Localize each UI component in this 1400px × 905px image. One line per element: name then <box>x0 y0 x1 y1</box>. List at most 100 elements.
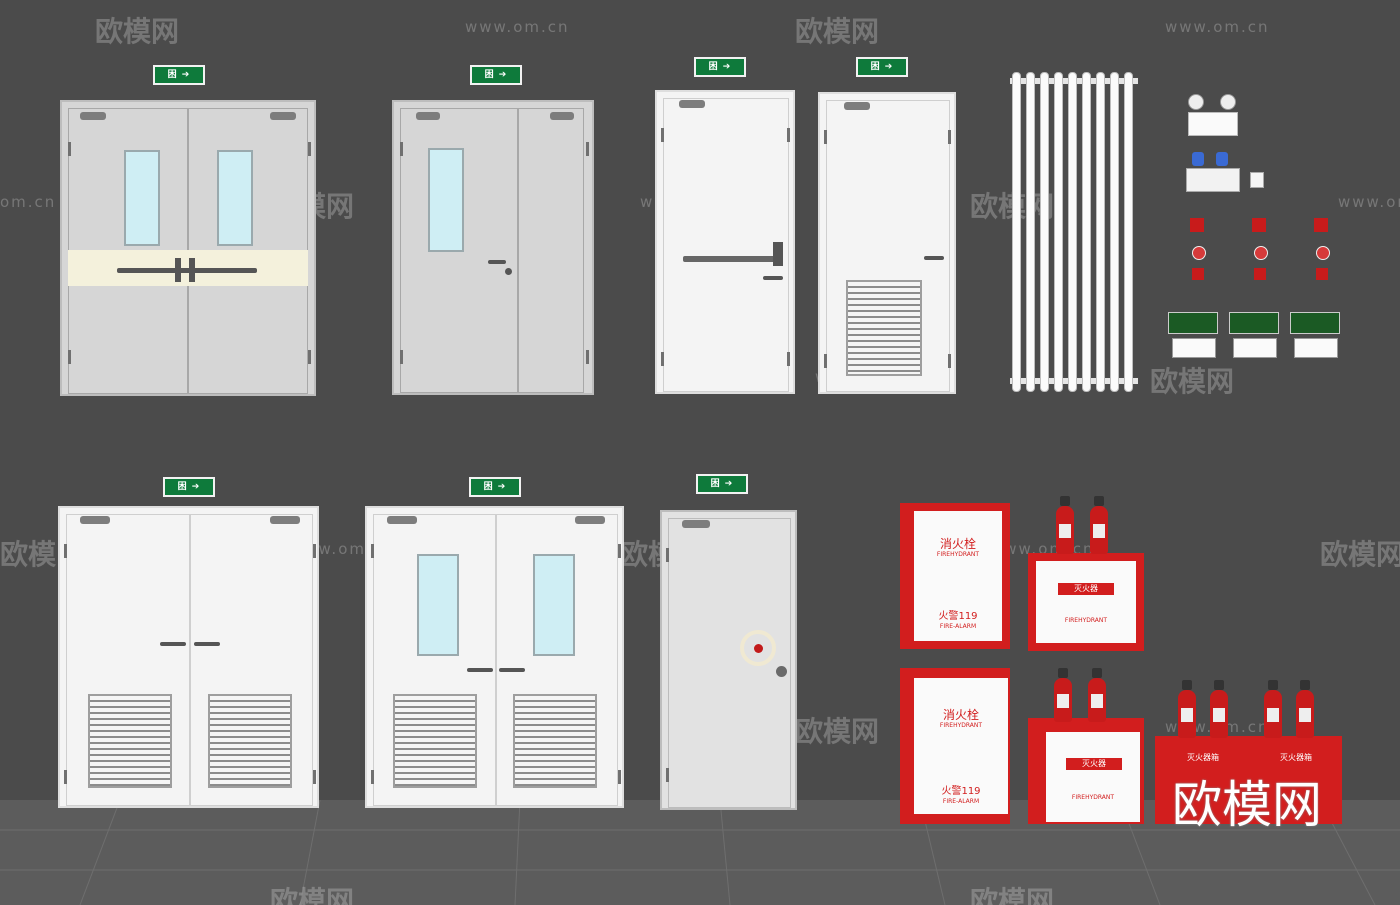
fire-extinguisher-icon[interactable] <box>1296 680 1314 738</box>
exit-sign: 困 ➔ <box>469 477 521 497</box>
fire-extinguisher-icon[interactable] <box>1210 680 1228 738</box>
floor-indicator-light <box>1172 338 1216 358</box>
fire-hydrant-cabinet[interactable]: 消火栓 FIREHYDRANT 火警119 FIRE-ALARM <box>900 503 1010 649</box>
sounder-icon <box>1316 268 1328 280</box>
door-closer-icon <box>387 516 417 524</box>
manual-call-point-icon[interactable] <box>1252 218 1266 232</box>
watermark-logo: 欧模网 <box>95 15 180 48</box>
hydrant-title-cn: 消火栓 <box>942 708 979 722</box>
fire-extinguisher-icon[interactable] <box>1056 496 1074 554</box>
exit-sign: 困 ➔ <box>696 474 748 494</box>
radiator-column <box>1082 72 1091 392</box>
watermark-logo: 欧模网 <box>970 885 1055 905</box>
manual-call-point-icon[interactable] <box>1190 218 1204 232</box>
radiator-column <box>1110 72 1119 392</box>
cabinet-door[interactable]: 消火栓 FIREHYDRANT 火警119 FIRE-ALARM <box>914 511 1002 641</box>
hinge-icon <box>371 770 374 784</box>
sounder-icon <box>1254 268 1266 280</box>
hinge-icon <box>308 350 311 364</box>
fire-extinguisher-icon[interactable] <box>1178 680 1196 738</box>
lock-icon <box>505 268 512 275</box>
panic-bar-icon[interactable] <box>117 268 257 273</box>
double-fire-door-louver[interactable] <box>58 506 319 808</box>
hinge-icon <box>824 354 827 368</box>
wheel-handle-icon[interactable] <box>740 630 776 666</box>
louver-vent <box>846 280 922 376</box>
single-fire-door-louver[interactable] <box>818 92 956 394</box>
wall-switch-icon[interactable] <box>1250 172 1264 188</box>
fire-hydrant-cabinet[interactable]: 消火栓 FIREHYDRANT 火警119 FIRE-ALARM <box>900 668 1010 824</box>
lever-handle-icon[interactable] <box>194 642 220 646</box>
exit-sign: 困 ➔ <box>163 477 215 497</box>
door-leaf <box>663 98 789 392</box>
single-protective-door[interactable] <box>660 510 797 810</box>
unequal-double-fire-door[interactable] <box>392 100 594 395</box>
fire-extinguisher-icon[interactable] <box>1088 668 1106 722</box>
hinge-icon <box>64 544 67 558</box>
extinguisher-box-label: 灭火器 <box>1058 583 1114 595</box>
extinguisher-box[interactable]: 灭火器 FIREHYDRANT <box>1028 718 1144 824</box>
hinge-icon <box>666 548 669 562</box>
watermark-logo: 欧模网 <box>1320 538 1400 571</box>
lever-handle-icon[interactable] <box>160 642 186 646</box>
watermark-logo: 欧模网 <box>1150 365 1235 398</box>
watermark-logo: 欧模网 <box>795 715 880 748</box>
double-fire-door-glass-louver[interactable] <box>365 506 624 808</box>
double-fire-door-glass-panic[interactable] <box>60 100 316 396</box>
alarm-bell-icon <box>1254 246 1268 260</box>
cabinet-door[interactable]: 消火栓 FIREHYDRANT 火警119 FIRE-ALARM <box>914 678 1008 814</box>
hydrant-title-cn: 消火栓 <box>939 537 976 551</box>
radiator-column <box>1026 72 1035 392</box>
radiator-column <box>1040 72 1049 392</box>
hydrant-title-en: FIREHYDRANT <box>936 551 980 558</box>
floor-indicator-light <box>1294 338 1338 358</box>
extinguisher-box-label-en: FIREHYDRANT <box>1071 794 1115 801</box>
alarm-bell-icon <box>1192 246 1206 260</box>
latch-icon <box>189 258 195 282</box>
hinge-icon <box>371 544 374 558</box>
hinge-icon <box>586 142 589 156</box>
door-closer-icon <box>550 112 574 120</box>
hydrant-alarm-cn: 火警119 <box>941 786 981 797</box>
alarm-control-unit[interactable] <box>1186 168 1240 192</box>
radiator-column <box>1124 72 1133 392</box>
door-leaf <box>826 100 950 392</box>
door-leaf-right <box>190 514 313 806</box>
door-closer-icon <box>844 102 870 110</box>
fire-extinguisher-icon[interactable] <box>1090 496 1108 554</box>
single-fire-door-push-bar[interactable] <box>655 90 795 394</box>
extinguisher-box-label-en: FIREHYDRANT <box>1064 617 1108 624</box>
exit-indicator-panel <box>1229 312 1279 334</box>
extinguisher-case[interactable]: 灭火器箱 <box>1250 736 1342 824</box>
extinguisher-case[interactable]: 灭火器箱 <box>1155 736 1250 824</box>
emergency-light[interactable] <box>1188 112 1238 136</box>
door-leaf-secondary <box>518 108 584 393</box>
exit-indicator-panel <box>1168 312 1218 334</box>
lever-handle-icon[interactable] <box>924 256 944 260</box>
hinge-icon <box>64 770 67 784</box>
push-bar-icon[interactable] <box>683 256 779 262</box>
hinge-icon <box>787 128 790 142</box>
fire-extinguisher-icon[interactable] <box>1054 668 1072 722</box>
lever-handle-icon[interactable] <box>499 668 525 672</box>
lever-handle-icon[interactable] <box>763 276 783 280</box>
radiator-column <box>1068 72 1077 392</box>
hinge-icon <box>313 544 316 558</box>
exit-sign: 困 ➔ <box>470 65 522 85</box>
strobe-icon <box>1192 152 1204 166</box>
manual-call-point-icon[interactable] <box>1314 218 1328 232</box>
latch-icon <box>773 242 783 266</box>
door-closer-icon <box>416 112 440 120</box>
fire-extinguisher-icon[interactable] <box>1264 680 1282 738</box>
extinguisher-box[interactable]: 灭火器 FIREHYDRANT <box>1028 553 1144 651</box>
lever-handle-icon[interactable] <box>467 668 493 672</box>
watermark-url: om.cn <box>0 193 57 211</box>
hinge-icon <box>68 142 71 156</box>
hinge-icon <box>948 130 951 144</box>
hinge-icon <box>618 544 621 558</box>
hinge-icon <box>313 770 316 784</box>
watermark-url: www.om.cn <box>465 18 570 36</box>
lever-handle-icon[interactable] <box>488 260 506 264</box>
glass-panel <box>217 150 253 246</box>
